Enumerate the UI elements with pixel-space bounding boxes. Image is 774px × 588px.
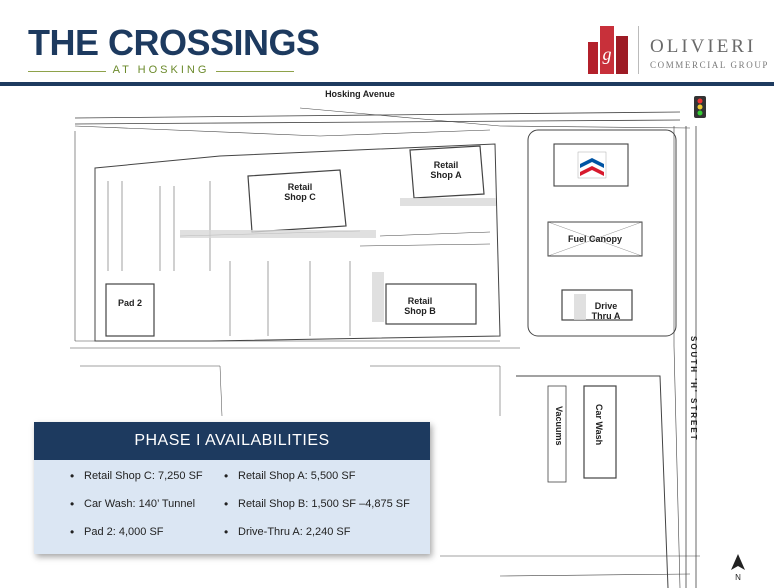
site-plan-drawing — [70, 96, 706, 588]
road-label-south-h: SOUTH 'H' STREET — [689, 336, 698, 442]
availability-item: Retail Shop A: 5,500 SF — [224, 469, 355, 483]
road-label-hosking: Hosking Avenue — [325, 89, 395, 99]
label-fuel-canopy: Fuel Canopy — [567, 234, 622, 244]
chevron-logo-icon — [577, 151, 607, 179]
company-name: OLIVIERI — [650, 36, 757, 57]
company-subtitle: COMMERCIAL GROUP — [650, 60, 770, 70]
brand-subtitle: AT HOSKING — [112, 64, 210, 76]
traffic-signal-icon — [694, 96, 706, 118]
logo-divider — [638, 26, 639, 74]
label-vacuums: Vacuums — [554, 406, 564, 446]
north-label: N — [735, 573, 741, 582]
label-car-wash: Car Wash — [594, 404, 604, 446]
brand-title: THE CROSSINGS — [28, 22, 320, 63]
availability-item: Car Wash: 140’ Tunnel — [70, 497, 195, 511]
availability-item: Drive-Thru A: 2,240 SF — [224, 525, 350, 539]
availability-item: Pad 2: 4,000 SF — [70, 525, 163, 539]
svg-text:g: g — [603, 44, 612, 64]
subtitle-rule-left — [28, 71, 106, 72]
site-plan: Hosking Avenue SOUTH 'H' STREET Retail S… — [0, 86, 774, 588]
label-pad-2: Pad 2 — [117, 298, 142, 308]
availability-panel: PHASE I AVAILABILITIES Retail Shop C: 7,… — [34, 422, 430, 554]
label-retail-shop-c: Retail Shop C — [284, 182, 316, 202]
availability-item: Retail Shop B: 1,500 SF –4,875 SF — [224, 497, 410, 511]
subtitle-rule-right — [216, 71, 294, 72]
availability-item: Retail Shop C: 7,250 SF — [70, 469, 203, 483]
label-retail-shop-b: Retail Shop B — [404, 296, 436, 316]
north-arrow-icon: N — [728, 552, 748, 582]
header: THE CROSSINGS AT HOSKING g OLIVIERI COMM… — [0, 0, 774, 86]
availability-title: PHASE I AVAILABILITIES — [34, 422, 430, 460]
header-rule — [0, 82, 774, 86]
brand-subtitle-wrap: AT HOSKING — [28, 64, 294, 78]
label-drive-thru-a: Drive Thru A — [591, 301, 621, 321]
company-logo-icon: g — [588, 26, 628, 74]
label-retail-shop-a: Retail Shop A — [430, 160, 462, 180]
